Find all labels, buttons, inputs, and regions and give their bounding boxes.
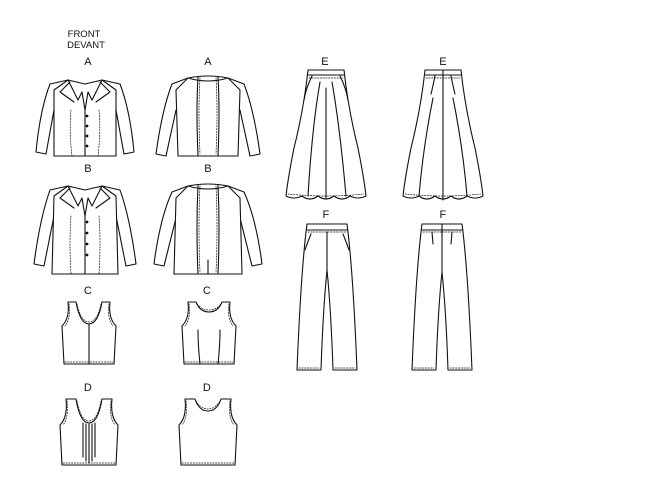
skirt-e-back-drawing — [402, 69, 484, 201]
devant-label: DEVANT — [67, 40, 105, 51]
jacket-b-front-drawing — [33, 185, 137, 275]
top-c-back-drawing — [181, 301, 237, 365]
view-d-back-label: D — [202, 382, 212, 394]
view-a-back-label: A — [204, 56, 212, 68]
jacket-a-back-drawing — [155, 75, 261, 157]
trousers-f-front-drawing — [296, 223, 358, 371]
jacket-a-front-drawing — [35, 79, 135, 157]
view-f-back-label: F — [439, 209, 447, 221]
view-b-back-label: B — [204, 163, 212, 175]
view-e-front-label: E — [321, 56, 329, 68]
skirt-e-front-drawing — [285, 69, 367, 200]
view-d-front-label: D — [83, 382, 93, 394]
view-a-front-label: A — [84, 56, 92, 68]
view-c-front-label: C — [83, 285, 93, 297]
jacket-b-back-drawing — [153, 183, 263, 275]
view-b-front-label: B — [84, 163, 92, 175]
front-label: FRONT — [67, 29, 101, 40]
view-c-back-label: C — [202, 285, 212, 297]
trousers-f-back-drawing — [411, 223, 473, 371]
top-d-back-drawing — [178, 398, 238, 466]
view-f-front-label: F — [322, 209, 330, 221]
view-e-back-label: E — [439, 56, 447, 68]
top-c-front-drawing — [61, 301, 117, 365]
top-d-front-drawing — [59, 398, 119, 466]
